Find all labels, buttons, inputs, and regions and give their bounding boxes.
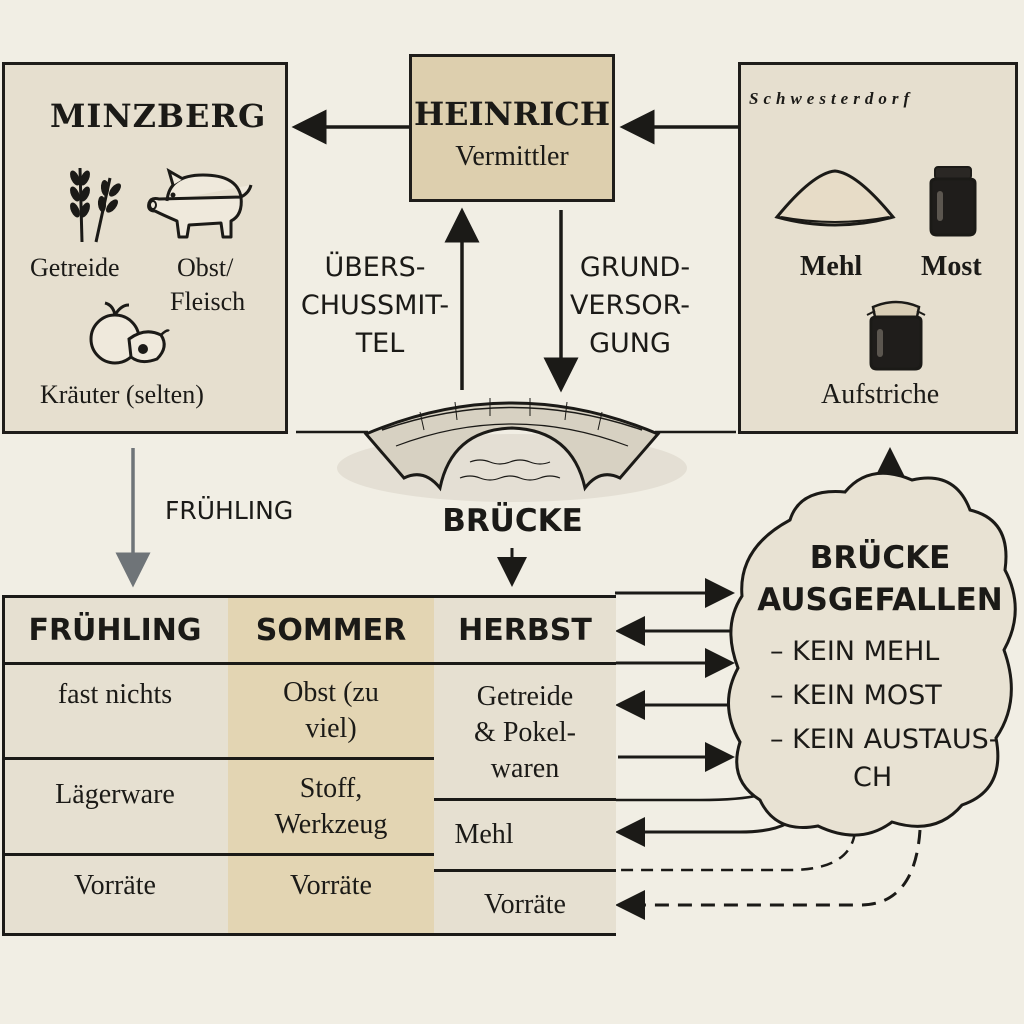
cloud-item-mehl: – KEIN MEHL	[770, 636, 940, 667]
heinrich-box: HEINRICH Vermittler	[409, 54, 615, 202]
heinrich-subtitle: Vermittler	[455, 141, 569, 172]
label-uberschuss-1: ÜBERS-	[324, 252, 426, 283]
schwesterdorf-item-aufstriche: Aufstriche	[821, 379, 940, 410]
header-fruehling: FRÜHLING	[28, 613, 202, 648]
label-grundversorgung-1: GRUND-	[579, 252, 691, 283]
minzberg-item-getreide: Getreide	[30, 253, 120, 282]
schwesterdorf-title: Schwesterdorf	[749, 89, 915, 108]
label-uberschuss-2: CHUSSMIT-	[300, 290, 450, 321]
label-grundversorgung-2: VERSOR-	[569, 290, 691, 321]
cell-herbst-1-line3: waren	[490, 753, 560, 784]
dashed-arrow-to-vorraete	[615, 829, 922, 920]
header-herbst: HERBST	[458, 613, 592, 648]
cell-sommer-2-line1: Stoff,	[299, 772, 363, 804]
minzberg-item-kraeuter: Kräuter (selten)	[40, 380, 204, 409]
cell-herbst-3: Vorräte	[484, 889, 566, 920]
cell-sommer-1-line1: Obst (zu	[283, 677, 379, 708]
cell-sommer-3: Vorräte	[290, 870, 372, 901]
cell-fruehling-1: fast nichts	[57, 679, 173, 710]
schwesterdorf-item-mehl: Mehl	[800, 251, 863, 282]
herbst-divider-1	[434, 798, 616, 801]
season-table: FRÜHLING SOMMER HERBST fast nichts Läger…	[2, 595, 616, 936]
minzberg-item-obst: Obst/	[177, 253, 234, 282]
table-left-border	[2, 595, 5, 936]
cloud-shape	[727, 471, 1017, 837]
cell-sommer-2: Stoff, Werkzeug	[228, 760, 434, 853]
cell-sommer-2-line2: Werkzeug	[274, 808, 388, 840]
table-top-border	[2, 595, 616, 598]
summer-column-bg	[228, 595, 434, 936]
herbst-column-bg	[434, 595, 616, 936]
cell-herbst-1-line1: Getreide	[476, 681, 574, 712]
cell-herbst-1: Getreide & Pokel- waren	[434, 671, 616, 795]
minzberg-box: MINZBERG Getreide Obst/ Fleisch	[2, 62, 288, 434]
cloud-item-most: – KEIN MOST	[770, 680, 942, 711]
spread-jar-icon	[866, 300, 926, 371]
cell-sommer-1-line2: viel)	[305, 713, 357, 744]
label-fruehling-arrow: FRÜHLING	[165, 496, 294, 525]
cell-herbst-2: Mehl	[454, 819, 514, 850]
header-sommer: SOMMER	[255, 613, 407, 648]
cloud-item-austausch: – KEIN AUSTAUS-	[770, 724, 999, 755]
cell-sommer-1: Obst (zu viel)	[228, 665, 434, 757]
row-divider-2	[2, 757, 434, 760]
herbst-divider-2	[434, 869, 616, 872]
schwesterdorf-box: Schwesterdorf Mehl Most Aufstriche	[738, 62, 1018, 434]
bridge-label: BRÜCKE	[442, 503, 583, 539]
dashed-cloud-to-vorraete	[436, 831, 857, 872]
minzberg-title: MINZBERG	[50, 97, 267, 135]
fruit-icon	[89, 301, 170, 365]
cloud-item-austausch-cont: CH	[853, 762, 893, 793]
flour-pile-icon	[774, 169, 896, 227]
cloud-title-1: BRÜCKE	[809, 540, 951, 576]
wheat-icon	[70, 167, 121, 243]
table-bottom-border	[2, 933, 616, 936]
heinrich-title: HEINRICH	[413, 95, 611, 133]
label-uberschuss-3: TEL	[355, 328, 405, 359]
most-jar-icon	[929, 166, 977, 237]
schwesterdorf-item-most: Most	[921, 251, 982, 282]
cell-herbst-1-line2: & Pokel-	[474, 717, 576, 748]
row-divider-3	[2, 853, 434, 856]
cell-fruehling-2: Lägerware	[55, 779, 175, 810]
minzberg-item-fleisch: Fleisch	[170, 287, 246, 316]
cell-fruehling-3: Vorräte	[74, 870, 156, 901]
pig-icon	[147, 167, 253, 239]
bridge-icon	[337, 398, 687, 502]
cloud-title-2: AUSGEFALLEN	[757, 582, 1003, 618]
left-columns-bg	[2, 595, 228, 936]
label-grundversorgung-3: GUNG	[589, 328, 671, 359]
row-divider-1	[2, 662, 616, 665]
